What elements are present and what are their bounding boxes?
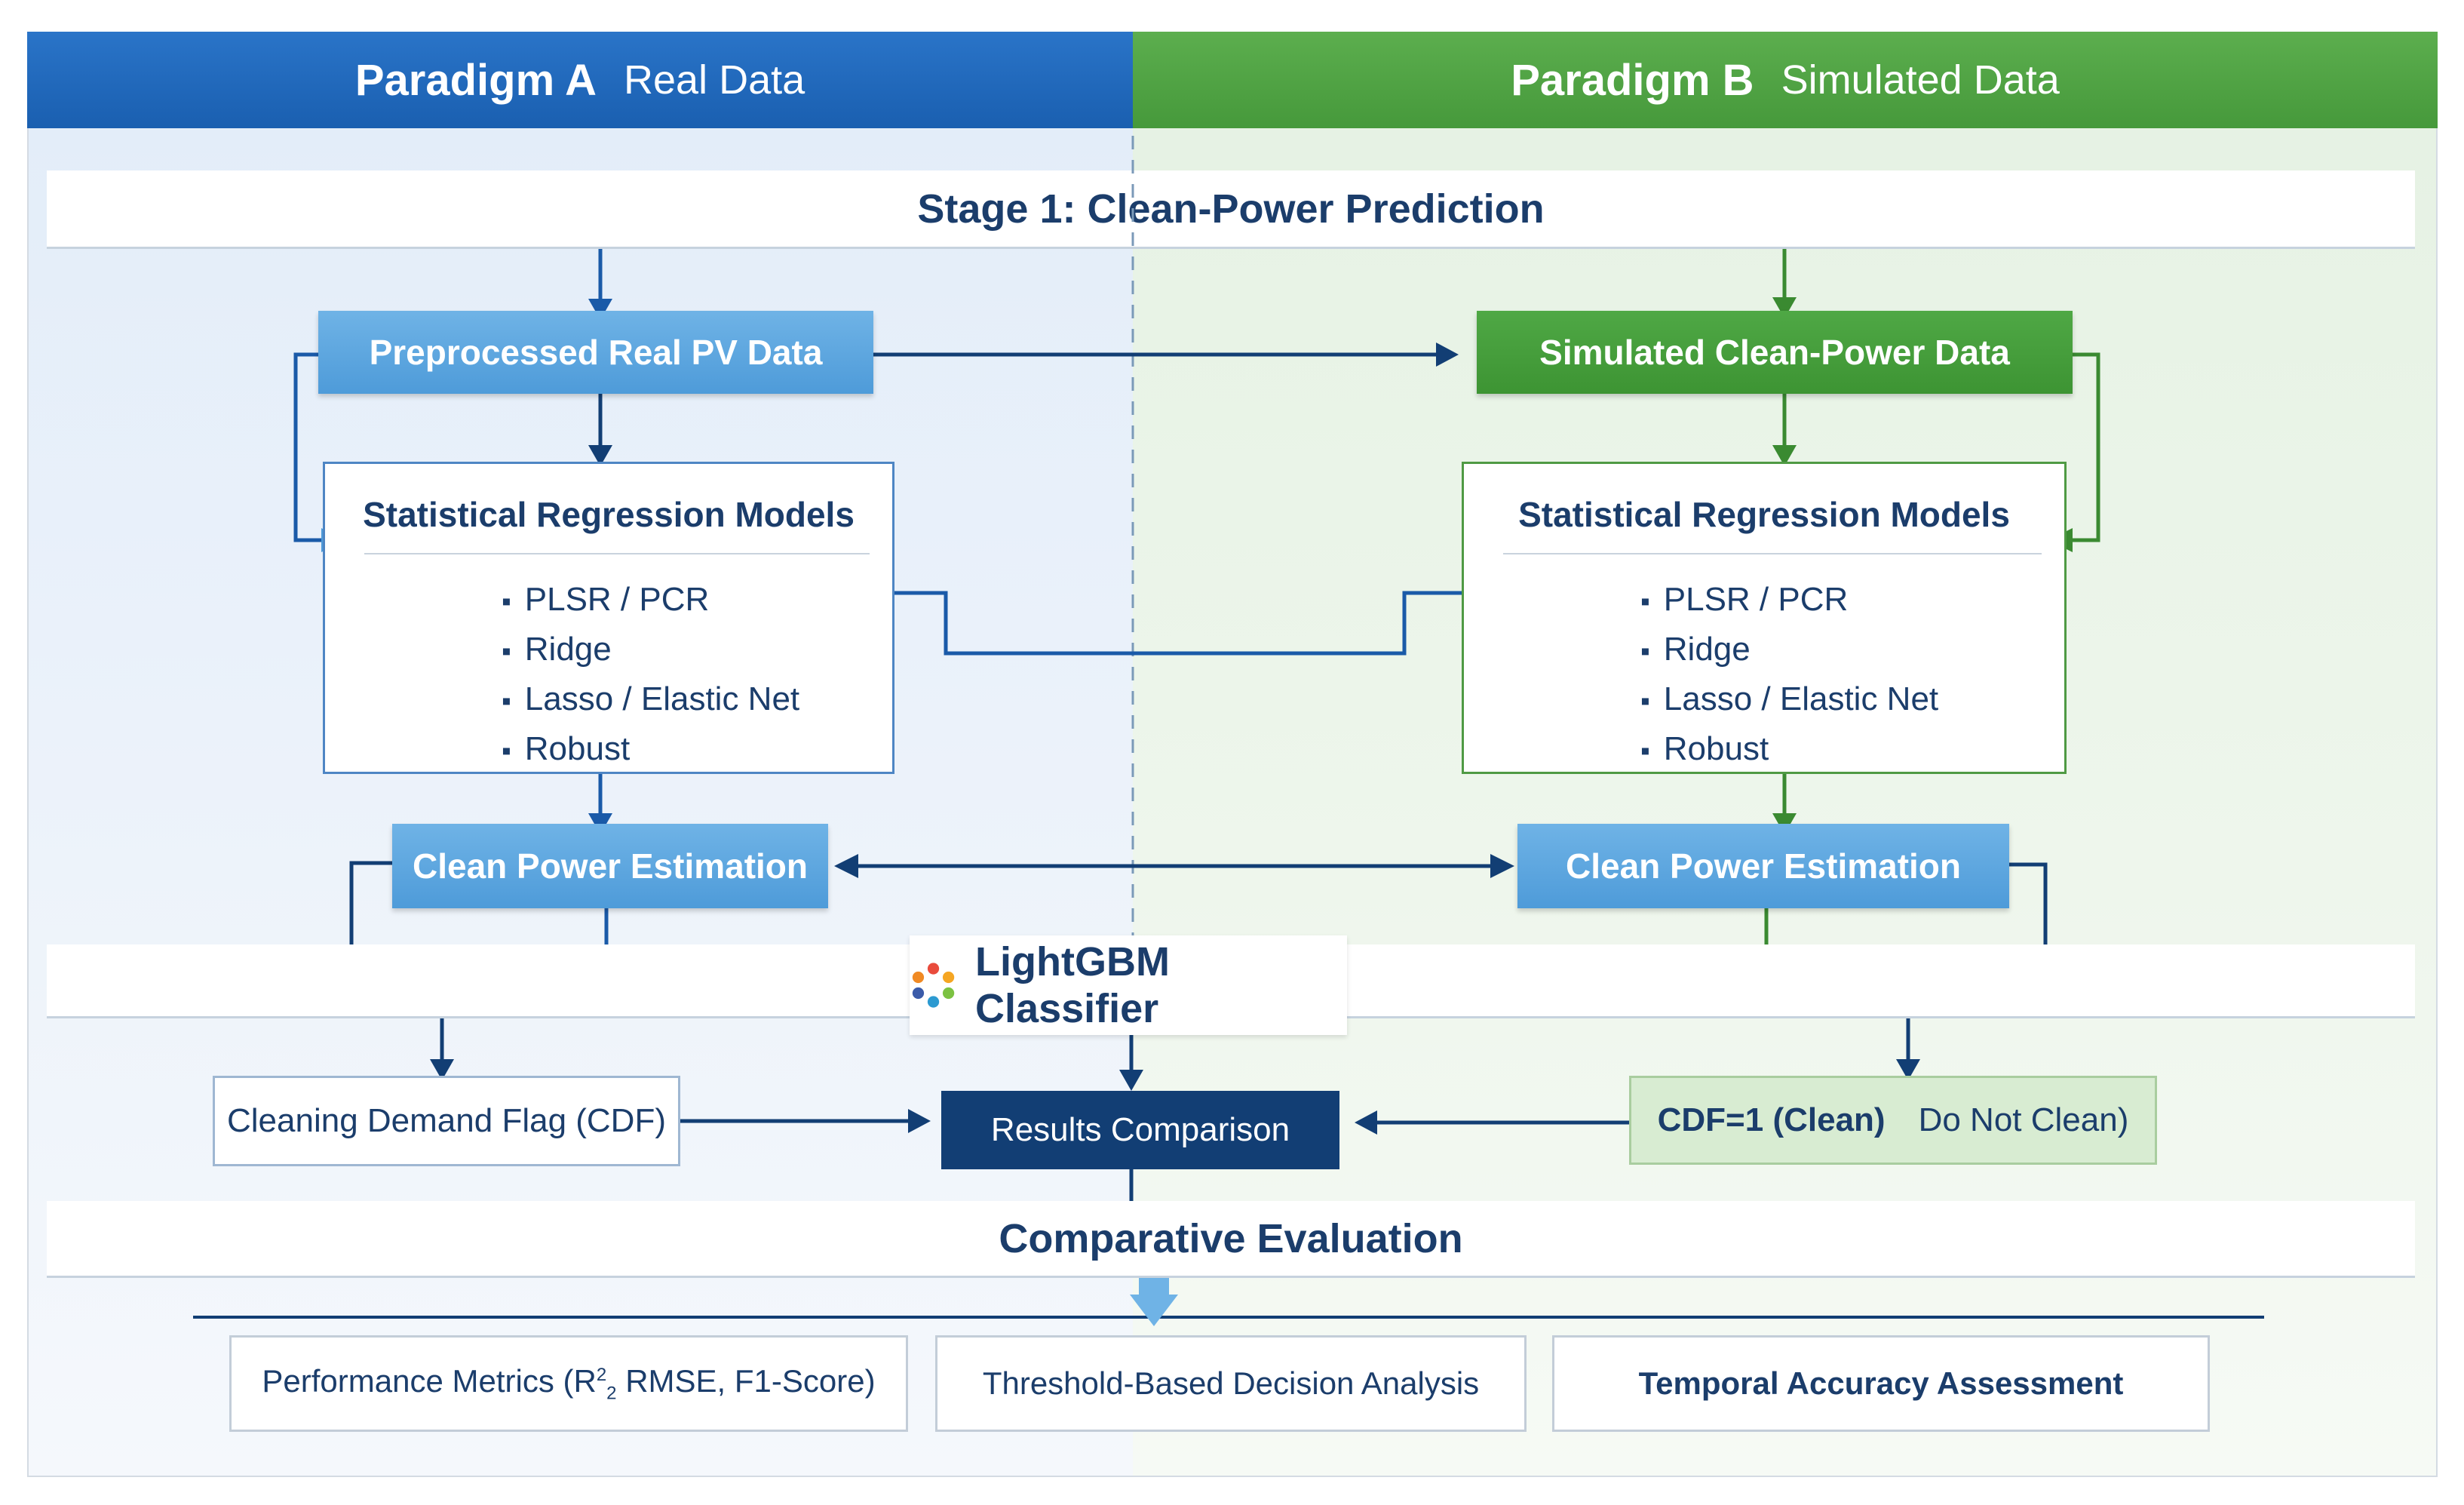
left-estimation-down-line <box>349 861 392 944</box>
left-model-item: Ridge <box>502 625 892 675</box>
comparative-evaluation-band: Comparative Evaluation <box>47 1201 2415 1278</box>
arrowhead-simulated-data <box>1772 297 1797 318</box>
temporal-accuracy-box: Temporal Accuracy Assessment <box>1552 1335 2210 1432</box>
arrowhead-flag <box>430 1059 454 1080</box>
right-model-item: Robust <box>1640 725 2064 775</box>
cdf-clean-label: CDF=1 (Clean) <box>1657 1101 1886 1138</box>
performance-metrics-label: Performance Metrics (R22 RMSE, F1-Score) <box>262 1362 876 1404</box>
temporal-accuracy-label: Temporal Accuracy Assessment <box>1638 1365 2124 1401</box>
model-cross-link <box>893 591 1462 656</box>
results-comparison-box: Results Comparison <box>941 1091 1339 1169</box>
arrowhead-cdf <box>1896 1059 1920 1080</box>
paradigm-b-header: Paradigm B Simulated Data <box>1133 32 2438 128</box>
paradigm-a-header: Paradigm A Real Data <box>27 32 1133 128</box>
real-pv-data-box: Preprocessed Real PV Data <box>318 311 873 394</box>
lightgbm-logo-icon <box>912 963 955 1008</box>
left-models-list: PLSR / PCR Ridge Lasso / Elastic Net Rob… <box>325 576 892 775</box>
arrowhead-simulated <box>1436 342 1459 367</box>
right-estimation-down-line <box>2008 862 2048 944</box>
arrowhead-to-results-left <box>908 1109 931 1133</box>
threshold-analysis-label: Threshold-Based Decision Analysis <box>982 1365 1480 1401</box>
results-comparison-label: Results Comparison <box>990 1111 1290 1148</box>
right-model-item: Lasso / Elastic Net <box>1640 675 2064 725</box>
arrowhead-real-data <box>588 299 612 320</box>
right-model-item: PLSR / PCR <box>1640 576 2064 625</box>
arrowhead-right-models <box>1772 445 1797 466</box>
cleaning-demand-flag-box: Cleaning Demand Flag (CDF) <box>213 1076 680 1166</box>
real-pv-data-label: Preprocessed Real PV Data <box>369 333 823 372</box>
paradigm-a-subtitle: Real Data <box>624 57 805 103</box>
paradigm-b-title: Paradigm B <box>1511 55 1754 105</box>
right-models-list: PLSR / PCR Ridge Lasso / Elastic Net Rob… <box>1464 576 2064 775</box>
right-model-item: Ridge <box>1640 625 2064 675</box>
performance-metrics-box: Performance Metrics (R22 RMSE, F1-Score) <box>229 1335 908 1432</box>
paradigm-b-subtitle: Simulated Data <box>1781 57 2060 103</box>
left-model-item: Robust <box>502 725 892 775</box>
right-models-title: Statistical Regression Models <box>1518 495 2010 534</box>
stage1-title: Stage 1: Clean-Power Prediction <box>917 186 1545 232</box>
arrowhead-to-results-right <box>1355 1110 1377 1135</box>
left-clean-power-estimation-box: Clean Power Estimation <box>392 824 828 908</box>
cdf-clean-box: CDF=1 (Clean) Do Not Clean) <box>1629 1076 2157 1165</box>
paradigm-a-title: Paradigm A <box>354 55 597 105</box>
right-models-divider <box>1503 553 2042 554</box>
left-feedback-line <box>293 352 341 542</box>
threshold-analysis-box: Threshold-Based Decision Analysis <box>935 1335 1527 1432</box>
arrowhead-left-models <box>588 445 612 466</box>
left-regression-models-box: Statistical Regression Models PLSR / PCR… <box>323 462 894 774</box>
simulated-data-box: Simulated Clean-Power Data <box>1477 311 2073 394</box>
lightgbm-classifier-box: LightGBM Classifier <box>910 935 1347 1035</box>
simulated-data-label: Simulated Clean-Power Data <box>1539 333 2010 372</box>
left-models-title: Statistical Regression Models <box>363 495 855 534</box>
right-estimation-label: Clean Power Estimation <box>1565 846 1961 886</box>
arrowhead-evaluation <box>1130 1278 1178 1326</box>
right-regression-models-box: Statistical Regression Models PLSR / PCR… <box>1462 462 2067 774</box>
arrowhead-double-left <box>834 854 858 878</box>
arrowhead-classifier-results <box>1119 1070 1143 1091</box>
left-estimation-label: Clean Power Estimation <box>412 846 808 886</box>
arrowhead-double-right <box>1490 854 1514 878</box>
right-clean-power-estimation-box: Clean Power Estimation <box>1517 824 2009 908</box>
lightgbm-classifier-label: LightGBM Classifier <box>975 939 1170 1031</box>
left-models-divider <box>364 553 870 554</box>
comparative-evaluation-title: Comparative Evaluation <box>999 1215 1463 1261</box>
left-model-item: Lasso / Elastic Net <box>502 675 892 725</box>
right-feedback-line <box>2053 352 2100 542</box>
cdf-action-label: Do Not Clean) <box>1918 1101 2129 1138</box>
left-model-item: PLSR / PCR <box>502 576 892 625</box>
cleaning-demand-flag-label: Cleaning Demand Flag (CDF) <box>227 1102 666 1139</box>
stage1-band: Stage 1: Clean-Power Prediction <box>47 170 2415 249</box>
